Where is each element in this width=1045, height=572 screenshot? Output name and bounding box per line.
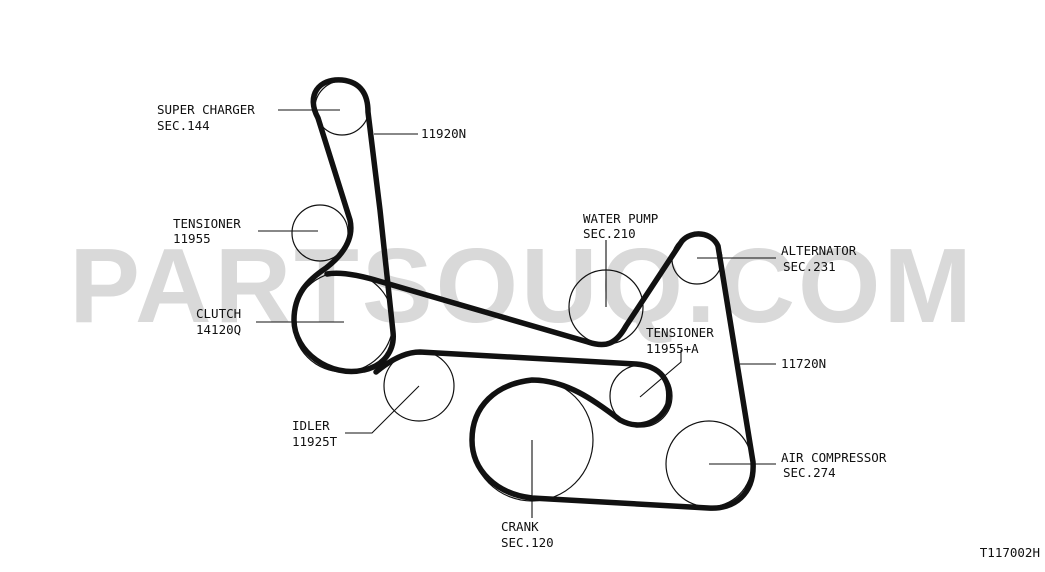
water-pump-ref: SEC.210 [583,226,636,241]
water-pump-label: WATER PUMP [583,211,658,226]
belt-11720n [324,231,756,511]
belt-11920n [291,77,396,375]
diagram-id: T117002H [980,545,1040,560]
super-charger-ref: SEC.144 [157,118,210,133]
lower-tensioner-label: TENSIONER [646,325,714,340]
alternator-label: ALTERNATOR [781,243,857,258]
idler-ref: 11925T [292,434,338,449]
idler-label: IDLER [292,418,330,433]
lower-tensioner-ref: 11955+A [646,341,699,356]
leader-lines [256,109,776,518]
crank-ref: SEC.120 [501,535,554,550]
labels: SUPER CHARGER SEC.144 11920N TENSIONER 1… [157,102,1040,560]
clutch-label: CLUTCH [196,306,241,321]
super-charger-label: SUPER CHARGER [157,102,255,117]
alternator-ref: SEC.231 [783,259,836,274]
air-compressor-label: AIR COMPRESSOR [781,450,887,465]
belt-11720n-label: 11720N [781,356,826,371]
air-compressor-ref: SEC.274 [783,465,836,480]
watermark-text: PARTSOUQ.COM [69,227,975,345]
crank-label: CRANK [501,519,539,534]
upper-tensioner-ref: 11955 [173,231,211,246]
belt-11920n-label: 11920N [421,126,466,141]
clutch-ref: 14120Q [196,322,241,337]
upper-tensioner-label: TENSIONER [173,216,241,231]
